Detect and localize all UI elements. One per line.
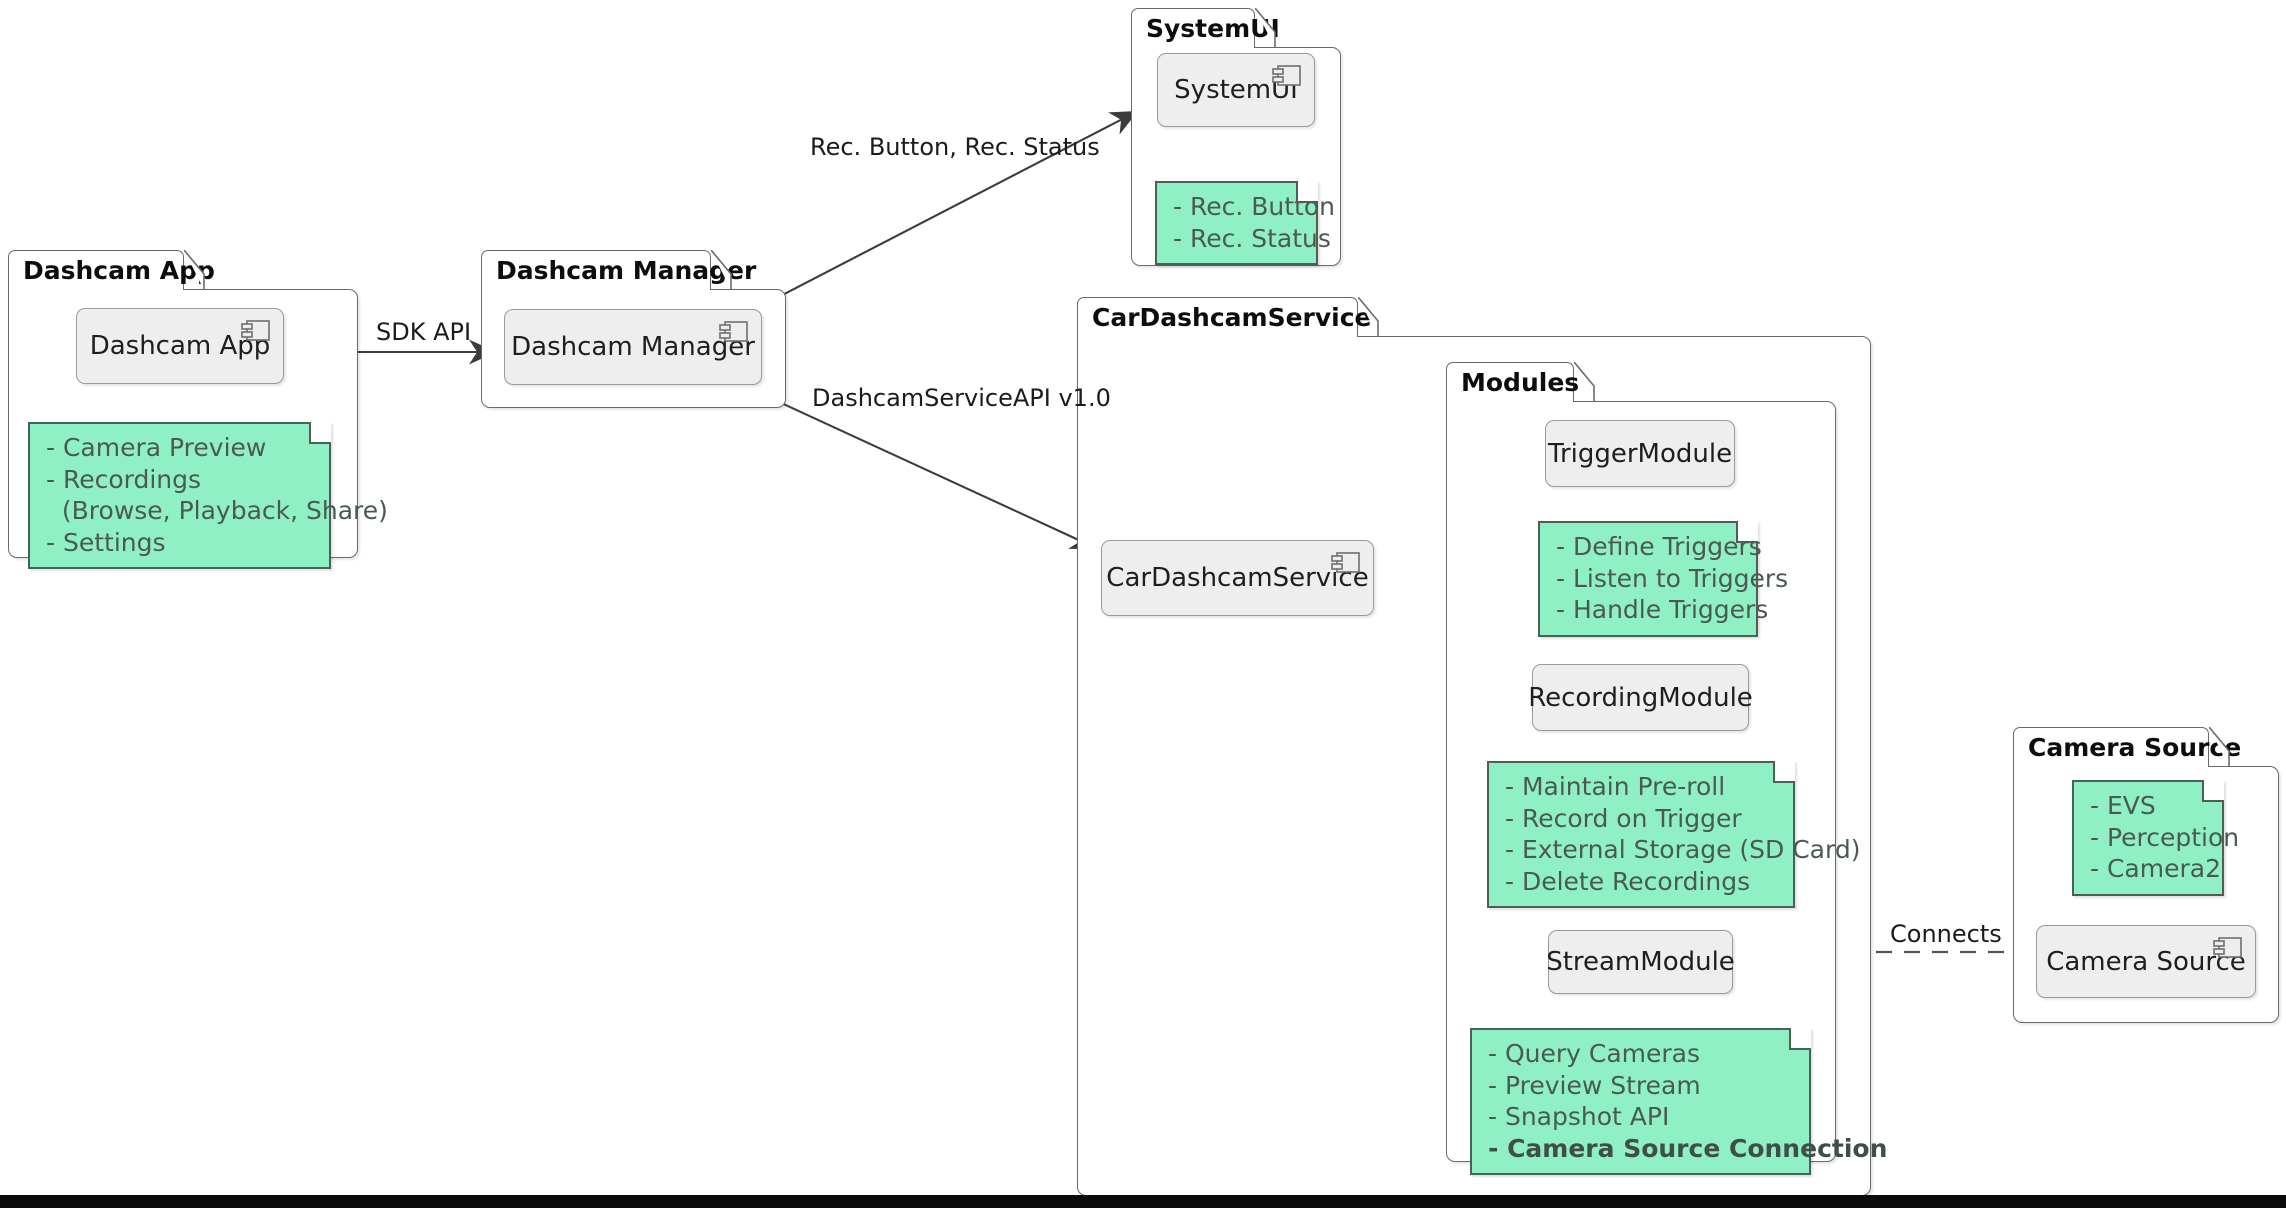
component-system-ui[interactable]: SystemUI — [1157, 53, 1315, 127]
note-line: - Snapshot API — [1488, 1102, 1670, 1131]
note-dashcam-app: - Camera Preview - Recordings (Browse, P… — [28, 422, 388, 569]
package-dashcam-app-tab: Dashcam App — [8, 250, 215, 290]
note-line: - Rec. Status — [1173, 223, 1331, 253]
edge-label-rec-button-status: Rec. Button, Rec. Status — [810, 133, 1100, 161]
package-tab-slant — [2209, 727, 2231, 767]
component-camera-source-label: Camera Source — [2046, 946, 2246, 977]
component-icon — [1272, 64, 1302, 88]
package-tab-slant — [1255, 8, 1277, 48]
note-line: - Listen to Triggers — [1556, 563, 1789, 593]
package-dashcam-manager-title: Dashcam Manager — [496, 256, 757, 285]
package-tab-slant — [184, 250, 206, 290]
note-line: - Rec. Button — [1173, 192, 1335, 221]
note-line: - Perception — [2090, 822, 2240, 852]
package-system-ui-tab: SystemUI — [1131, 8, 1280, 48]
note-line: - Preview Stream — [1488, 1070, 1701, 1100]
package-car-dashcam-service-tab: CarDashcamService — [1077, 297, 1372, 337]
note-line: - Query Cameras — [1488, 1039, 1701, 1068]
note-line: - Define Triggers — [1556, 532, 1762, 561]
note-fold-corner — [309, 422, 331, 444]
note-fold-corner — [2202, 780, 2224, 802]
package-tab-slant — [711, 250, 733, 290]
package-tab-slant — [1358, 297, 1380, 337]
note-line: - Camera2 — [2090, 854, 2221, 883]
component-icon — [241, 319, 271, 343]
note-recording-module: - Maintain Pre-roll - Record on Trigger … — [1487, 761, 1861, 908]
component-car-dashcam-service[interactable]: CarDashcamService — [1101, 540, 1374, 616]
note-line: - Camera Preview — [46, 433, 267, 462]
note-trigger-module: - Define Triggers - Listen to Triggers -… — [1538, 521, 1789, 637]
note-line: - Recordings — [46, 464, 202, 494]
note-fold-corner — [1773, 761, 1795, 783]
note-line-emphasis: - Camera Source Connection — [1488, 1133, 1888, 1163]
package-car-dashcam-service-title: CarDashcamService — [1092, 303, 1372, 332]
package-dashcam-manager-tab: Dashcam Manager — [481, 250, 756, 290]
component-camera-source[interactable]: Camera Source — [2036, 925, 2256, 998]
component-recording-module-label: RecordingModule — [1528, 682, 1753, 713]
package-system-ui-title: SystemUI — [1146, 14, 1280, 43]
note-stream-module: - Query Cameras - Preview Stream - Snaps… — [1470, 1028, 1888, 1175]
note-fold-corner — [1296, 181, 1318, 203]
package-modules-tab: Modules — [1446, 362, 1579, 402]
component-stream-module-label: StreamModule — [1546, 947, 1735, 977]
note-line: - Record on Trigger — [1505, 803, 1742, 833]
component-icon — [2213, 936, 2243, 960]
note-fold-corner — [1789, 1028, 1811, 1050]
note-line: - External Storage (SD Card) — [1505, 835, 1861, 864]
package-tab-slant — [1574, 362, 1596, 402]
component-recording-module[interactable]: RecordingModule — [1528, 664, 1753, 731]
note-line: - Delete Recordings — [1505, 866, 1751, 896]
component-car-dashcam-service-label: CarDashcamService — [1106, 563, 1369, 593]
edge-label-connects: Connects — [1890, 920, 2002, 948]
component-stream-module[interactable]: StreamModule — [1546, 930, 1735, 994]
component-dashcam-manager-label: Dashcam Manager — [511, 332, 755, 362]
component-trigger-module-label: TriggerModule — [1547, 438, 1733, 469]
package-camera-source-tab: Camera Source — [2013, 727, 2241, 767]
bottom-chrome-bar — [0, 1195, 2286, 1208]
edge-label-sdk-api: SDK API — [376, 318, 472, 346]
note-line: - Handle Triggers — [1556, 595, 1769, 624]
component-icon — [719, 320, 749, 344]
note-line: - Maintain Pre-roll — [1505, 772, 1726, 801]
package-modules-title: Modules — [1461, 368, 1580, 397]
component-dashcam-app[interactable]: Dashcam App — [76, 308, 284, 384]
note-camera-source: - EVS - Perception - Camera2 — [2072, 780, 2240, 896]
package-camera-source-title: Camera Source — [2028, 733, 2242, 762]
note-fold-corner — [1736, 521, 1758, 543]
component-trigger-module[interactable]: TriggerModule — [1545, 420, 1735, 487]
component-icon — [1331, 551, 1361, 575]
edge-label-dashcam-service-api: DashcamServiceAPI v1.0 — [812, 384, 1111, 412]
note-line: - EVS — [2090, 791, 2156, 820]
component-dashcam-manager[interactable]: Dashcam Manager — [504, 309, 762, 385]
note-line: (Browse, Playback, Share) — [46, 496, 388, 525]
note-line: - Settings — [46, 527, 166, 557]
note-system-ui: - Rec. Button - Rec. Status — [1155, 181, 1335, 265]
package-dashcam-app-title: Dashcam App — [23, 256, 215, 285]
